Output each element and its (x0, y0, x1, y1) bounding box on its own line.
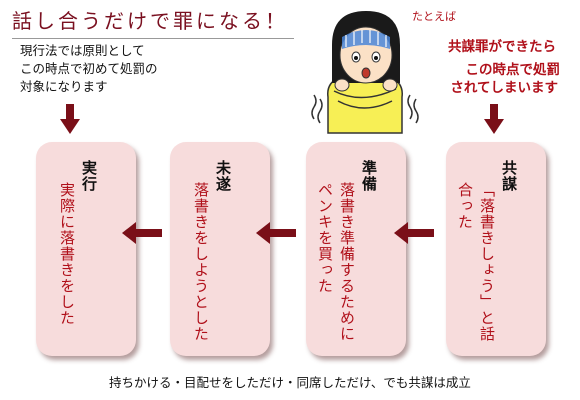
caption-line-3: されてしまいます (450, 80, 558, 96)
caption-line-1: 共謀罪ができたら (448, 39, 556, 55)
left-arrow-icon (394, 222, 434, 244)
footer-note: 持ちかける・目配せをしただけ・同席しただけ、でも共謀は成立 (109, 375, 471, 390)
down-arrow-icon (60, 104, 80, 134)
stage-card-conspiracy: 共謀 「落書きしょう」と話合った (446, 142, 546, 356)
left-note-line-3: 対象になります (20, 79, 108, 94)
caption-line-2: この時点で処罰 (465, 62, 561, 78)
title-divider (12, 38, 294, 39)
stage-card-execution: 実行 実際に落書きをした (36, 142, 136, 356)
stage-card-preparation: 準備 落書き準備するためにペンキを買った (306, 142, 406, 356)
stage-heading: 準備 (360, 160, 378, 192)
page-title: 話し合うだけで罪になる！ (12, 9, 288, 33)
stage-description: 落書き準備するためにペンキを買った (316, 182, 356, 342)
down-arrow-icon (484, 104, 504, 134)
left-note: 現行法では原則として この時点で初めて処罰の 対象になります (20, 42, 158, 96)
stage-description: 「落書きしょう」と話合った (456, 182, 496, 342)
left-arrow-icon (256, 222, 296, 244)
left-arrow-icon (122, 222, 162, 244)
stage-heading: 実行 (80, 160, 98, 192)
stage-card-attempt: 未遂 落書きをしようとした (170, 142, 270, 356)
stage-heading: 未遂 (214, 160, 232, 192)
stage-heading: 共謀 (500, 160, 518, 192)
left-note-line-1: 現行法では原則として (20, 43, 145, 58)
stage-description: 実際に落書きをした (58, 182, 76, 326)
worried-person-illustration-icon (311, 11, 419, 134)
stage-description: 落書きをしようとした (192, 182, 210, 342)
left-note-line-2: この時点で初めて処罰の (20, 61, 158, 76)
caption-example: たとえば (412, 10, 456, 23)
